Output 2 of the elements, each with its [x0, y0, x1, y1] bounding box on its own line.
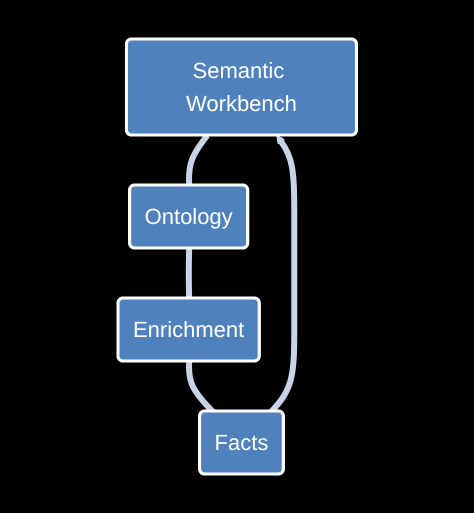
connector [186, 248, 192, 299]
connector [186, 134, 210, 186]
